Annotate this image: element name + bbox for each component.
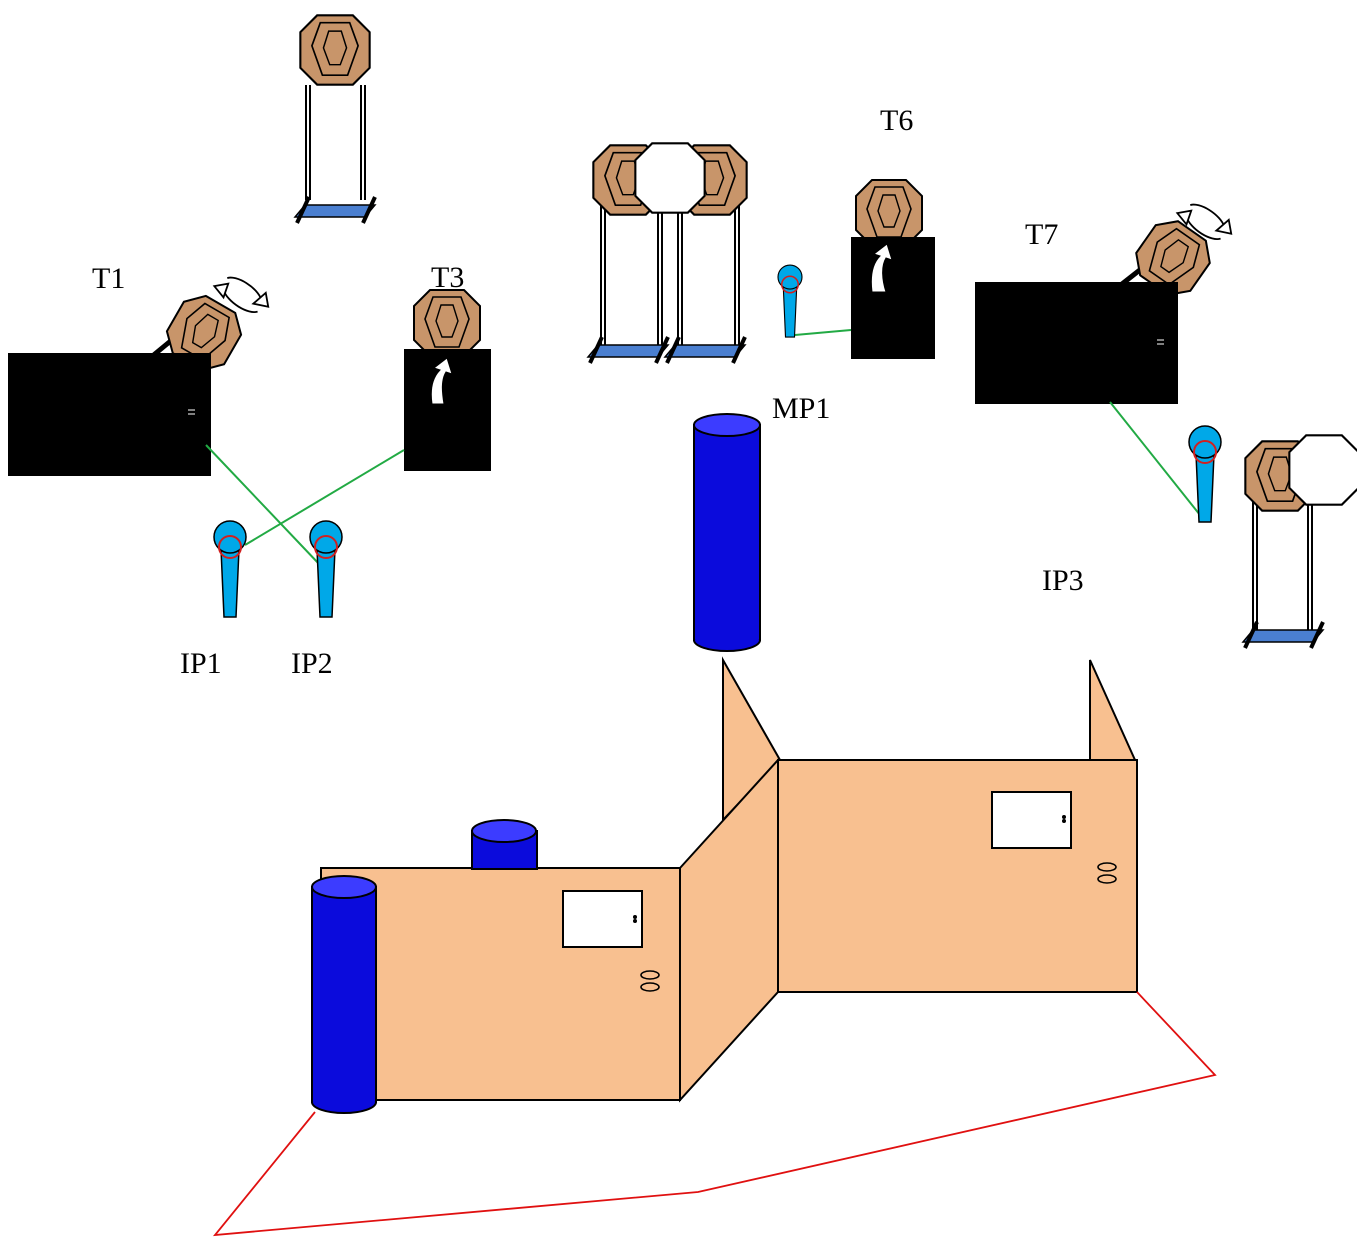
label-t1: T1 [92, 262, 125, 295]
curved-up-arrow-icon [870, 243, 893, 293]
rotate-arrows-icon [1175, 203, 1233, 240]
barrel-left-tall [311, 875, 377, 1114]
label-t6: T6 [880, 104, 913, 137]
target-stand-top-left [293, 14, 377, 225]
rotate-arrows-icon [212, 276, 270, 313]
label-ip2: IP2 [291, 647, 333, 680]
label-ip3: IP3 [1042, 564, 1084, 597]
ip-marker-t6-position [777, 264, 803, 338]
cover-barrier-t6 [851, 237, 935, 359]
cover-barrier-t7 [975, 282, 1178, 404]
ip-marker-ip1 [213, 520, 247, 618]
target-t6-popper [851, 179, 935, 359]
label-ip1: IP1 [180, 647, 222, 680]
curved-up-arrow-icon [430, 357, 453, 405]
barrel-small [471, 819, 538, 870]
wall-structure [320, 656, 1138, 1103]
no-shoot-target [1288, 434, 1357, 506]
label-mp1: MP1 [772, 392, 830, 425]
target-group-right [1241, 434, 1357, 650]
wall-window-right [991, 791, 1072, 849]
target-t7-swinger [975, 203, 1233, 404]
sight-lines [205, 329, 1201, 566]
target-t1-swinger [8, 276, 270, 476]
cover-barrier-t1 [8, 353, 211, 476]
barrel-mp1 [693, 413, 761, 652]
fault-line [212, 991, 1217, 1237]
target-group-middle [586, 142, 748, 365]
ip-marker-ip2 [309, 520, 343, 618]
wall-window-left [562, 890, 643, 948]
label-t3: T3 [431, 261, 464, 294]
no-shoot-target [634, 142, 706, 214]
label-t7: T7 [1025, 218, 1058, 251]
target-t3-popper [404, 289, 491, 471]
